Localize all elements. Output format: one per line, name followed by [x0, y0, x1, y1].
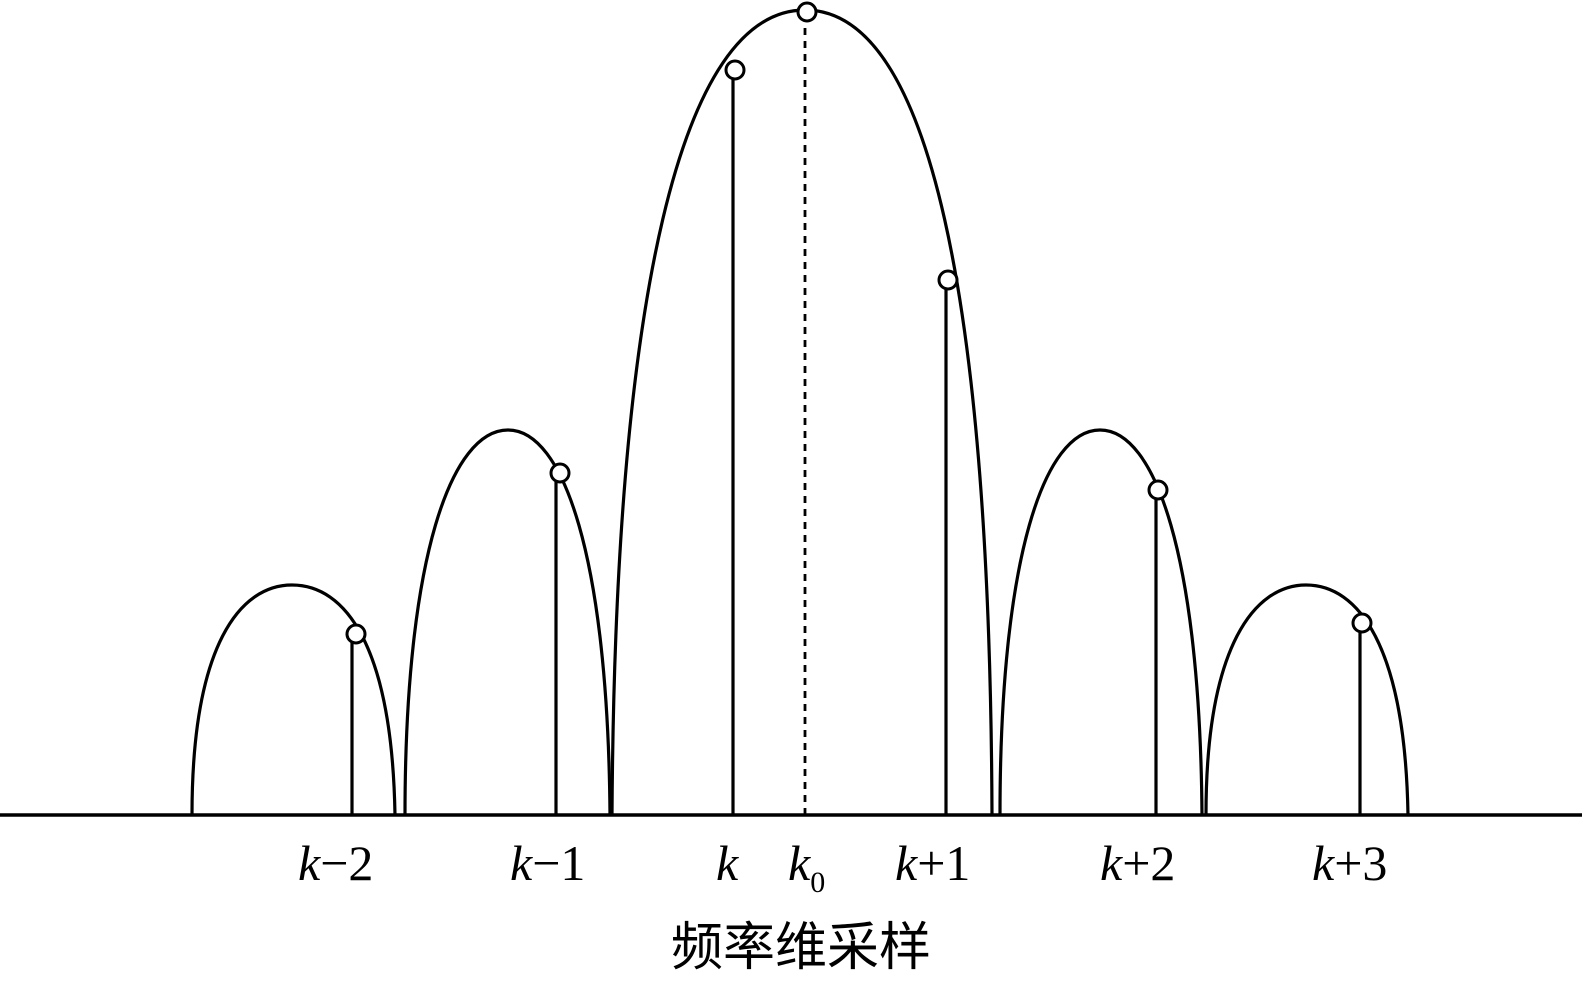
- tick-label-k-plus-3: k+3: [1312, 835, 1387, 891]
- tick-labels: k−2 k−1 k k0 k+1 k+2 k+3: [298, 835, 1387, 899]
- lobe-minus-1: [403, 428, 612, 816]
- lobe-plus-2: [1204, 583, 1410, 816]
- marker-k0-peak: [796, 1, 818, 23]
- marker-k-plus-2: [1147, 479, 1169, 501]
- spectrum-lobes: [190, 8, 1410, 816]
- tick-label-k0: k0: [788, 835, 825, 899]
- marker-k: [724, 59, 746, 81]
- tick-label-k: k: [716, 835, 739, 891]
- marker-k-minus-2: [345, 623, 367, 645]
- marker-k-plus-1: [937, 269, 959, 291]
- sample-stems: [350, 12, 1362, 815]
- lobe-plus-1: [998, 428, 1204, 816]
- tick-label-k-minus-1: k−1: [510, 835, 585, 891]
- tick-label-k-plus-2: k+2: [1100, 835, 1175, 891]
- lobe-minus-2: [190, 583, 397, 816]
- sample-markers: [345, 1, 1373, 645]
- marker-k-minus-1: [549, 462, 571, 484]
- tick-label-k-minus-2: k−2: [298, 835, 373, 891]
- tick-label-k-plus-1: k+1: [895, 835, 970, 891]
- axis-title: 频率维采样: [671, 918, 931, 978]
- main-lobe: [610, 8, 994, 816]
- marker-k-plus-3: [1351, 612, 1373, 634]
